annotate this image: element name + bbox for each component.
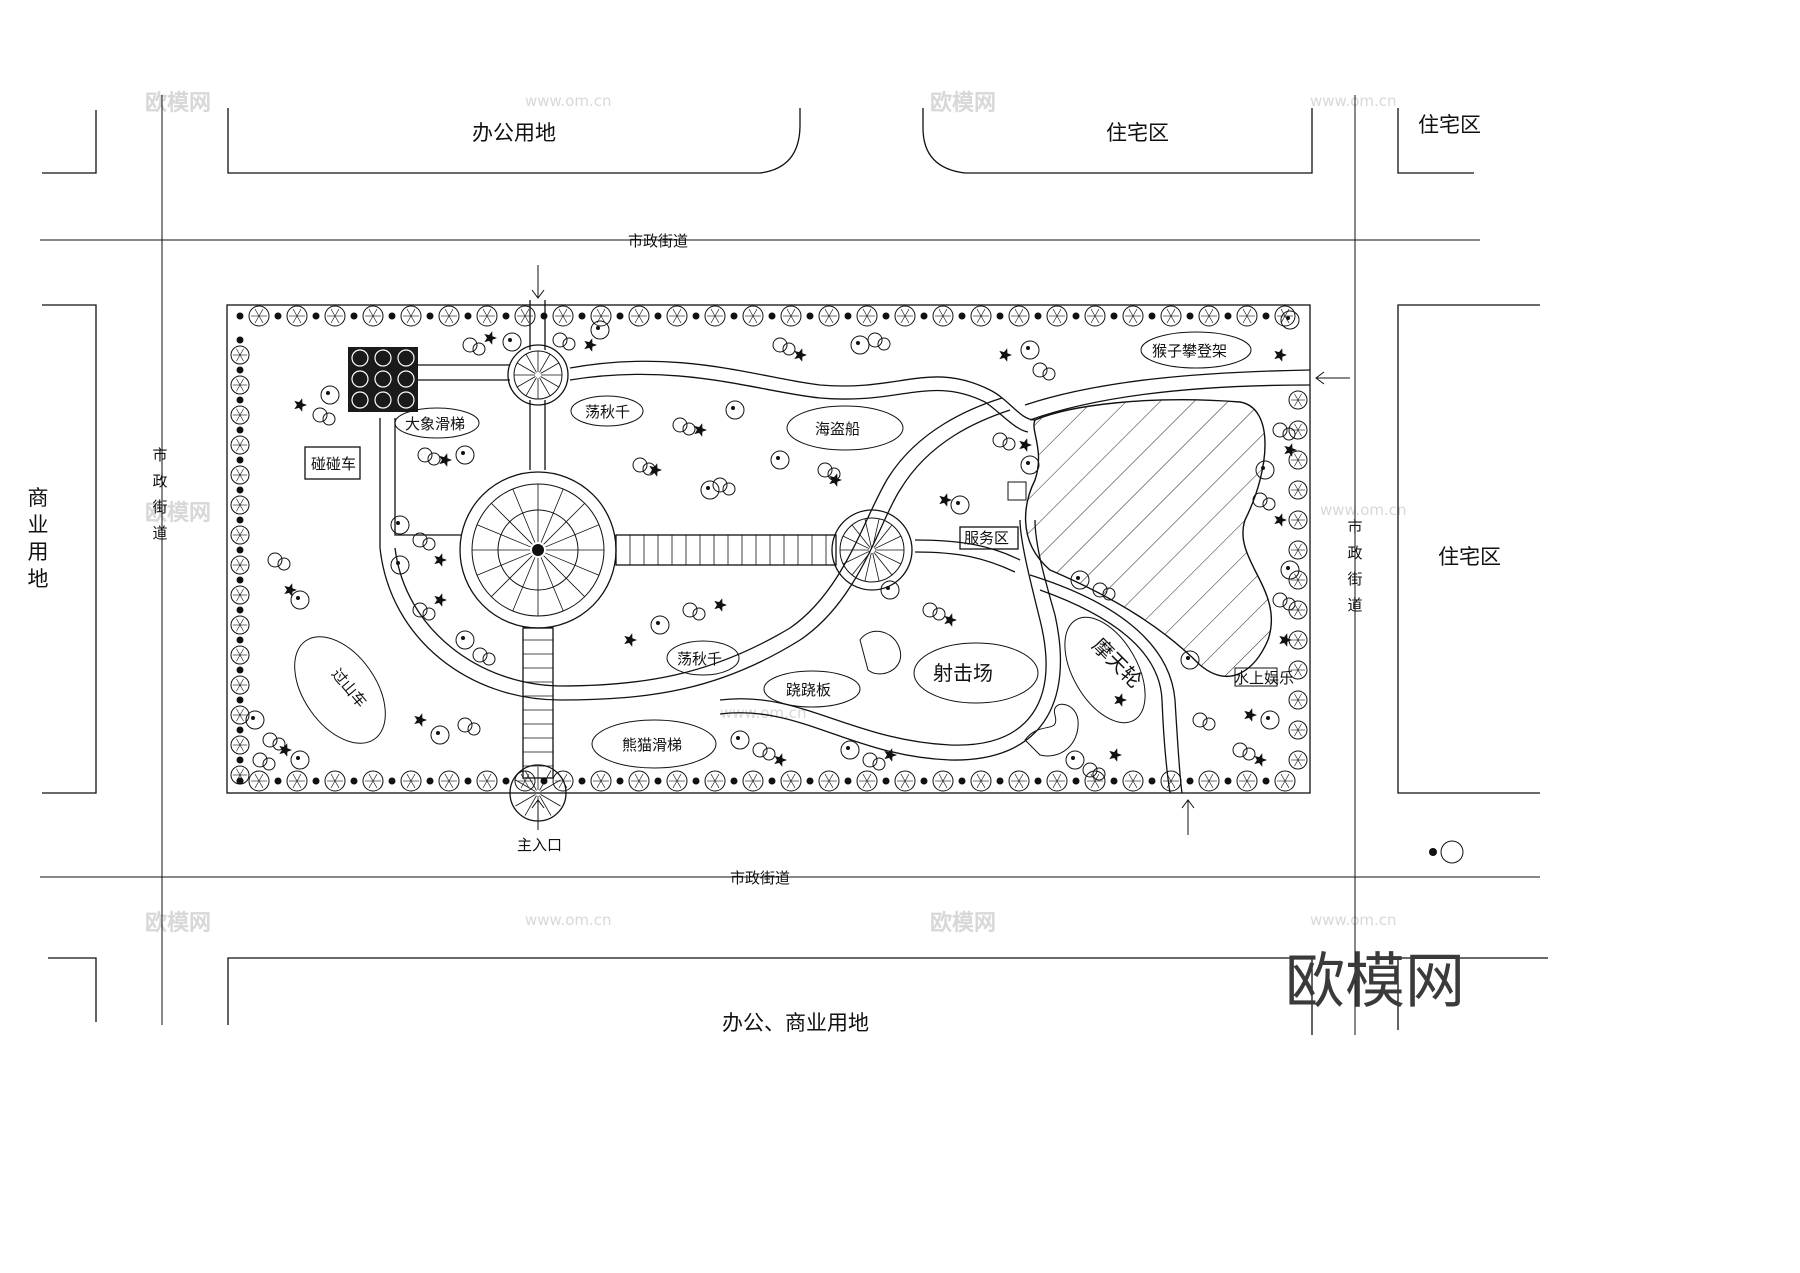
park-paths [379,300,1311,794]
zone-residential-top-right: 住宅区 [1418,113,1481,137]
site-plan: 欧模网 www.om.cn 欧模网 www.om.cn 欧模网 www.om.c… [28,90,1548,1035]
central-plaza [459,471,617,629]
bumper-car-grid [348,347,418,412]
facility-monkey-climbing-frame: 猴子攀登架 [1152,342,1227,360]
street-label-left: 市政街道 [152,446,167,542]
watermark-brand: 欧模网 [930,90,996,116]
facility-ferris-wheel: 摩天轮 [1087,633,1146,692]
watermark-brand: 欧模网 [145,90,211,116]
street-label-top: 市政街道 [628,232,688,250]
rockery [1024,703,1079,757]
roller-coaster-outline [294,636,386,744]
park-boundary [226,304,1311,794]
elephant-slide-outline [394,407,480,439]
plaza-bridge-south [522,627,554,779]
east-roundel [831,509,913,591]
mound [859,630,902,675]
watermark-url: www.om.cn [1310,92,1397,110]
pirate-ship-outline [786,405,904,451]
swing-top-outline [570,395,644,427]
water-entertainment-box [1234,667,1278,687]
bumper-cars-box [304,446,361,480]
watermark-url: www.om.cn [720,704,807,722]
zone-residential-top-center: 住宅区 [1106,121,1169,145]
street-label-bottom: 市政街道 [730,869,790,887]
zone-commercial-left: 商业用地 [28,486,49,591]
boundary-tree-row [230,305,1308,792]
panda-slide-outline [591,719,717,769]
watermark-url: www.om.cn [525,911,612,929]
watermark-url: www.om.cn [525,92,612,110]
lake [1024,399,1273,677]
street-lines [40,95,1540,1035]
facility-elephant-slide: 大象滑梯 [405,415,465,433]
tree-symbol [1429,840,1464,864]
swing-bottom-outline [666,640,740,676]
monkey-frame-outline [1140,331,1252,369]
facility-water-entertainment: 水上娱乐 [1234,669,1294,687]
block-outlines [42,108,1548,1035]
watermark-brand: 欧模网 [145,500,211,526]
facility-swing-top: 荡秋千 [585,403,630,421]
main-entrance-label: 主入口 [517,836,562,854]
plaza-bridge-east [615,534,837,566]
facility-pirate-ship: 海盗船 [815,420,860,438]
watermark-url: www.om.cn [1320,501,1407,519]
watermark-layer: 欧模网 www.om.cn 欧模网 www.om.cn 欧模网 www.om.c… [145,90,1407,936]
facility-bumper-cars: 碰碰车 [311,455,356,473]
facility-panda-slide: 熊猫滑梯 [622,736,682,754]
ferris-wheel-outline [1064,616,1146,724]
kiosk [1007,481,1027,501]
facility-service-area: 服务区 [964,529,1009,547]
seesaw-outline [763,670,861,708]
street-label-right: 市政街道 [1347,518,1362,614]
watermark-brand: 欧模网 [930,910,996,936]
facility-shooting-range: 射击场 [933,661,993,685]
watermark-brand: 欧模网 [145,910,211,936]
brand-watermark: 欧模网 [1285,947,1465,1017]
watermark-url: www.om.cn [1310,911,1397,929]
zone-office-commercial-bottom: 办公、商业用地 [722,1011,869,1035]
facility-swing-bottom: 荡秋千 [677,650,722,668]
facility-seesaw: 跷跷板 [786,681,831,699]
shooting-range-outline [913,642,1039,704]
zone-office-top: 办公用地 [472,121,556,145]
zone-residential-right: 住宅区 [1438,545,1501,569]
north-roundel [507,344,569,406]
service-area-box [959,526,1019,550]
entrance-arrows [531,265,1350,835]
facility-roller-coaster: 过山车 [328,665,371,711]
